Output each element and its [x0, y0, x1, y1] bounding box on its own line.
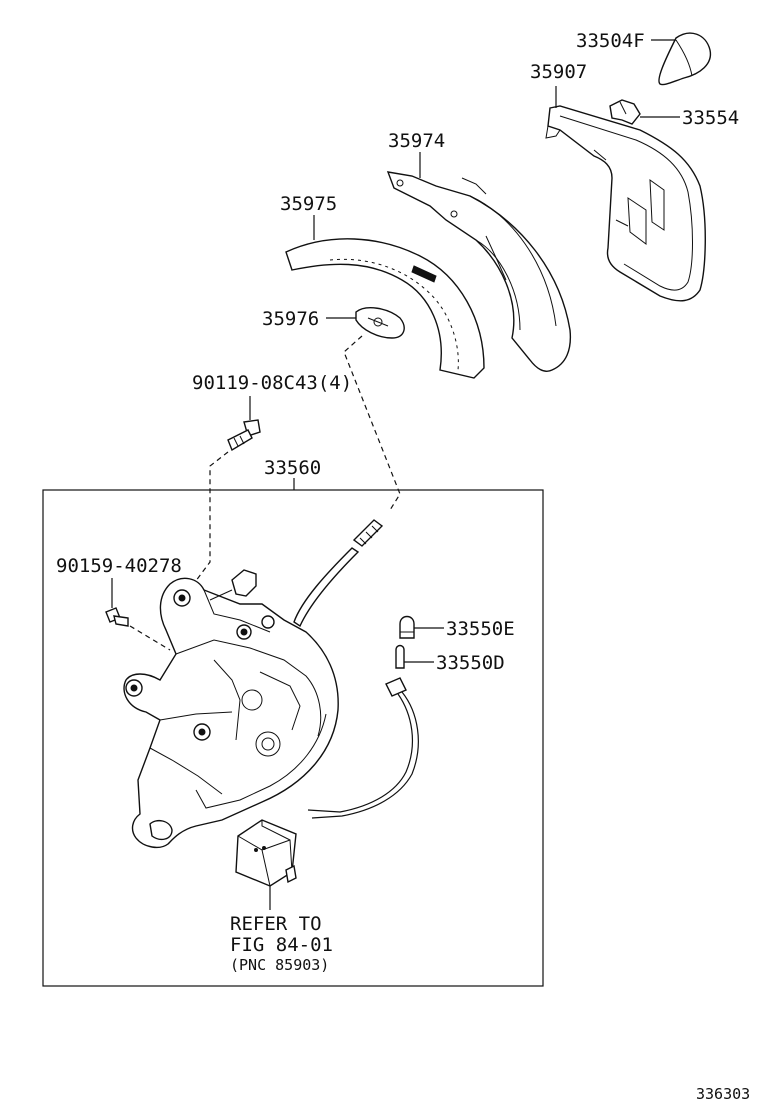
refer-line-2: FIG 84-01 [230, 934, 333, 956]
label-35975: 35975 [280, 193, 337, 215]
refer-line-1: REFER TO [230, 913, 322, 935]
label-35907: 35907 [530, 61, 587, 83]
screw-90159-40278[interactable] [105, 607, 129, 627]
clip-33554[interactable] [609, 99, 641, 125]
socket-33550D[interactable] [395, 644, 405, 669]
label-90159: 90159-40278 [56, 555, 182, 577]
label-33504F: 33504F [576, 30, 645, 52]
indicator-plate-35975[interactable] [285, 238, 485, 379]
label-33560: 33560 [264, 457, 321, 479]
label-90119: 90119-08C43(4) [192, 372, 352, 394]
shift-lever-housing[interactable] [123, 569, 339, 849]
plate-35976[interactable] [355, 307, 405, 339]
assembly-box-33560 [42, 489, 544, 987]
shift-rod[interactable] [293, 519, 384, 628]
label-33550D: 33550D [436, 652, 505, 674]
shift-lock-solenoid[interactable] [235, 819, 297, 887]
label-35976: 35976 [262, 308, 319, 330]
label-33554: 33554 [682, 107, 739, 129]
label-33550E: 33550E [446, 618, 515, 640]
bezel-35974[interactable] [386, 171, 572, 372]
label-35974: 35974 [388, 130, 445, 152]
bolt-90119-08C43[interactable] [227, 419, 261, 452]
figure-number: 336303 [696, 1085, 750, 1103]
shift-knob-33504F[interactable] [658, 32, 712, 86]
refer-line-3: (PNC 85903) [230, 956, 329, 974]
bulb-wire-harness[interactable] [307, 677, 419, 819]
cover-35907[interactable] [545, 105, 706, 302]
bulb-33550E[interactable] [399, 615, 415, 639]
